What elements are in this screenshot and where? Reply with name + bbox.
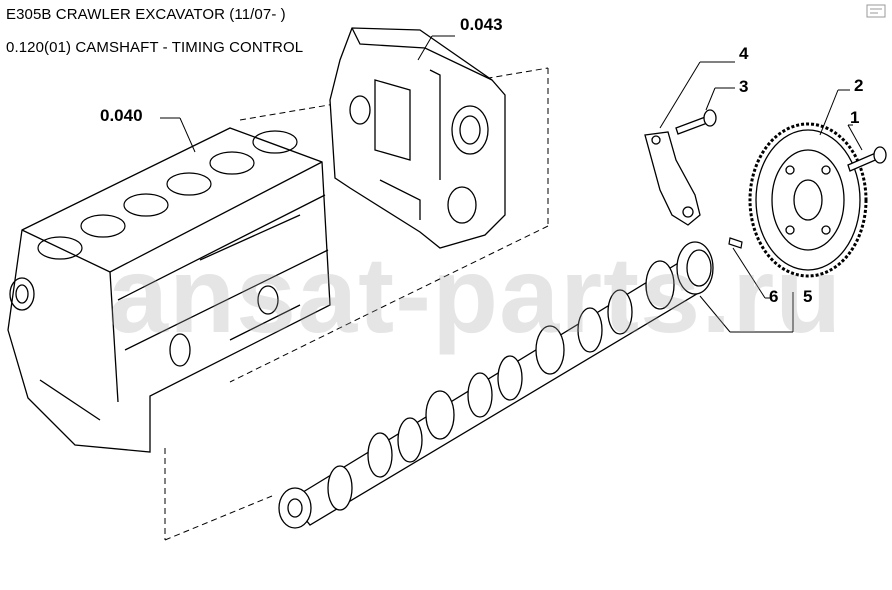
bracket-bolt <box>675 109 717 135</box>
cylinder-block <box>7 127 331 453</box>
callout-4: 4 <box>739 44 749 63</box>
leader-lines <box>160 35 863 333</box>
reference-block: 0.040 <box>100 106 143 125</box>
woodruff-key <box>728 237 743 249</box>
callout-3: 3 <box>739 77 749 96</box>
group-subtitle: 0.120(01) CAMSHAFT - TIMING CONTROL <box>6 39 304 56</box>
callout-5: 5 <box>803 287 813 306</box>
reference-cover: 0.043 <box>460 15 503 34</box>
control-bracket <box>644 131 701 226</box>
timing-cover-plate <box>329 27 506 249</box>
callout-2: 2 <box>854 76 864 95</box>
dashed-envelope <box>164 67 549 541</box>
page-title: E305B CRAWLER EXCAVATOR (11/07- ) <box>6 6 286 23</box>
callout-6: 6 <box>769 287 779 306</box>
timing-gear <box>748 122 868 278</box>
callout-1: 1 <box>850 108 860 127</box>
camshaft <box>278 241 714 529</box>
corner-mark-icon <box>866 4 886 18</box>
gear-bolt <box>847 146 887 172</box>
